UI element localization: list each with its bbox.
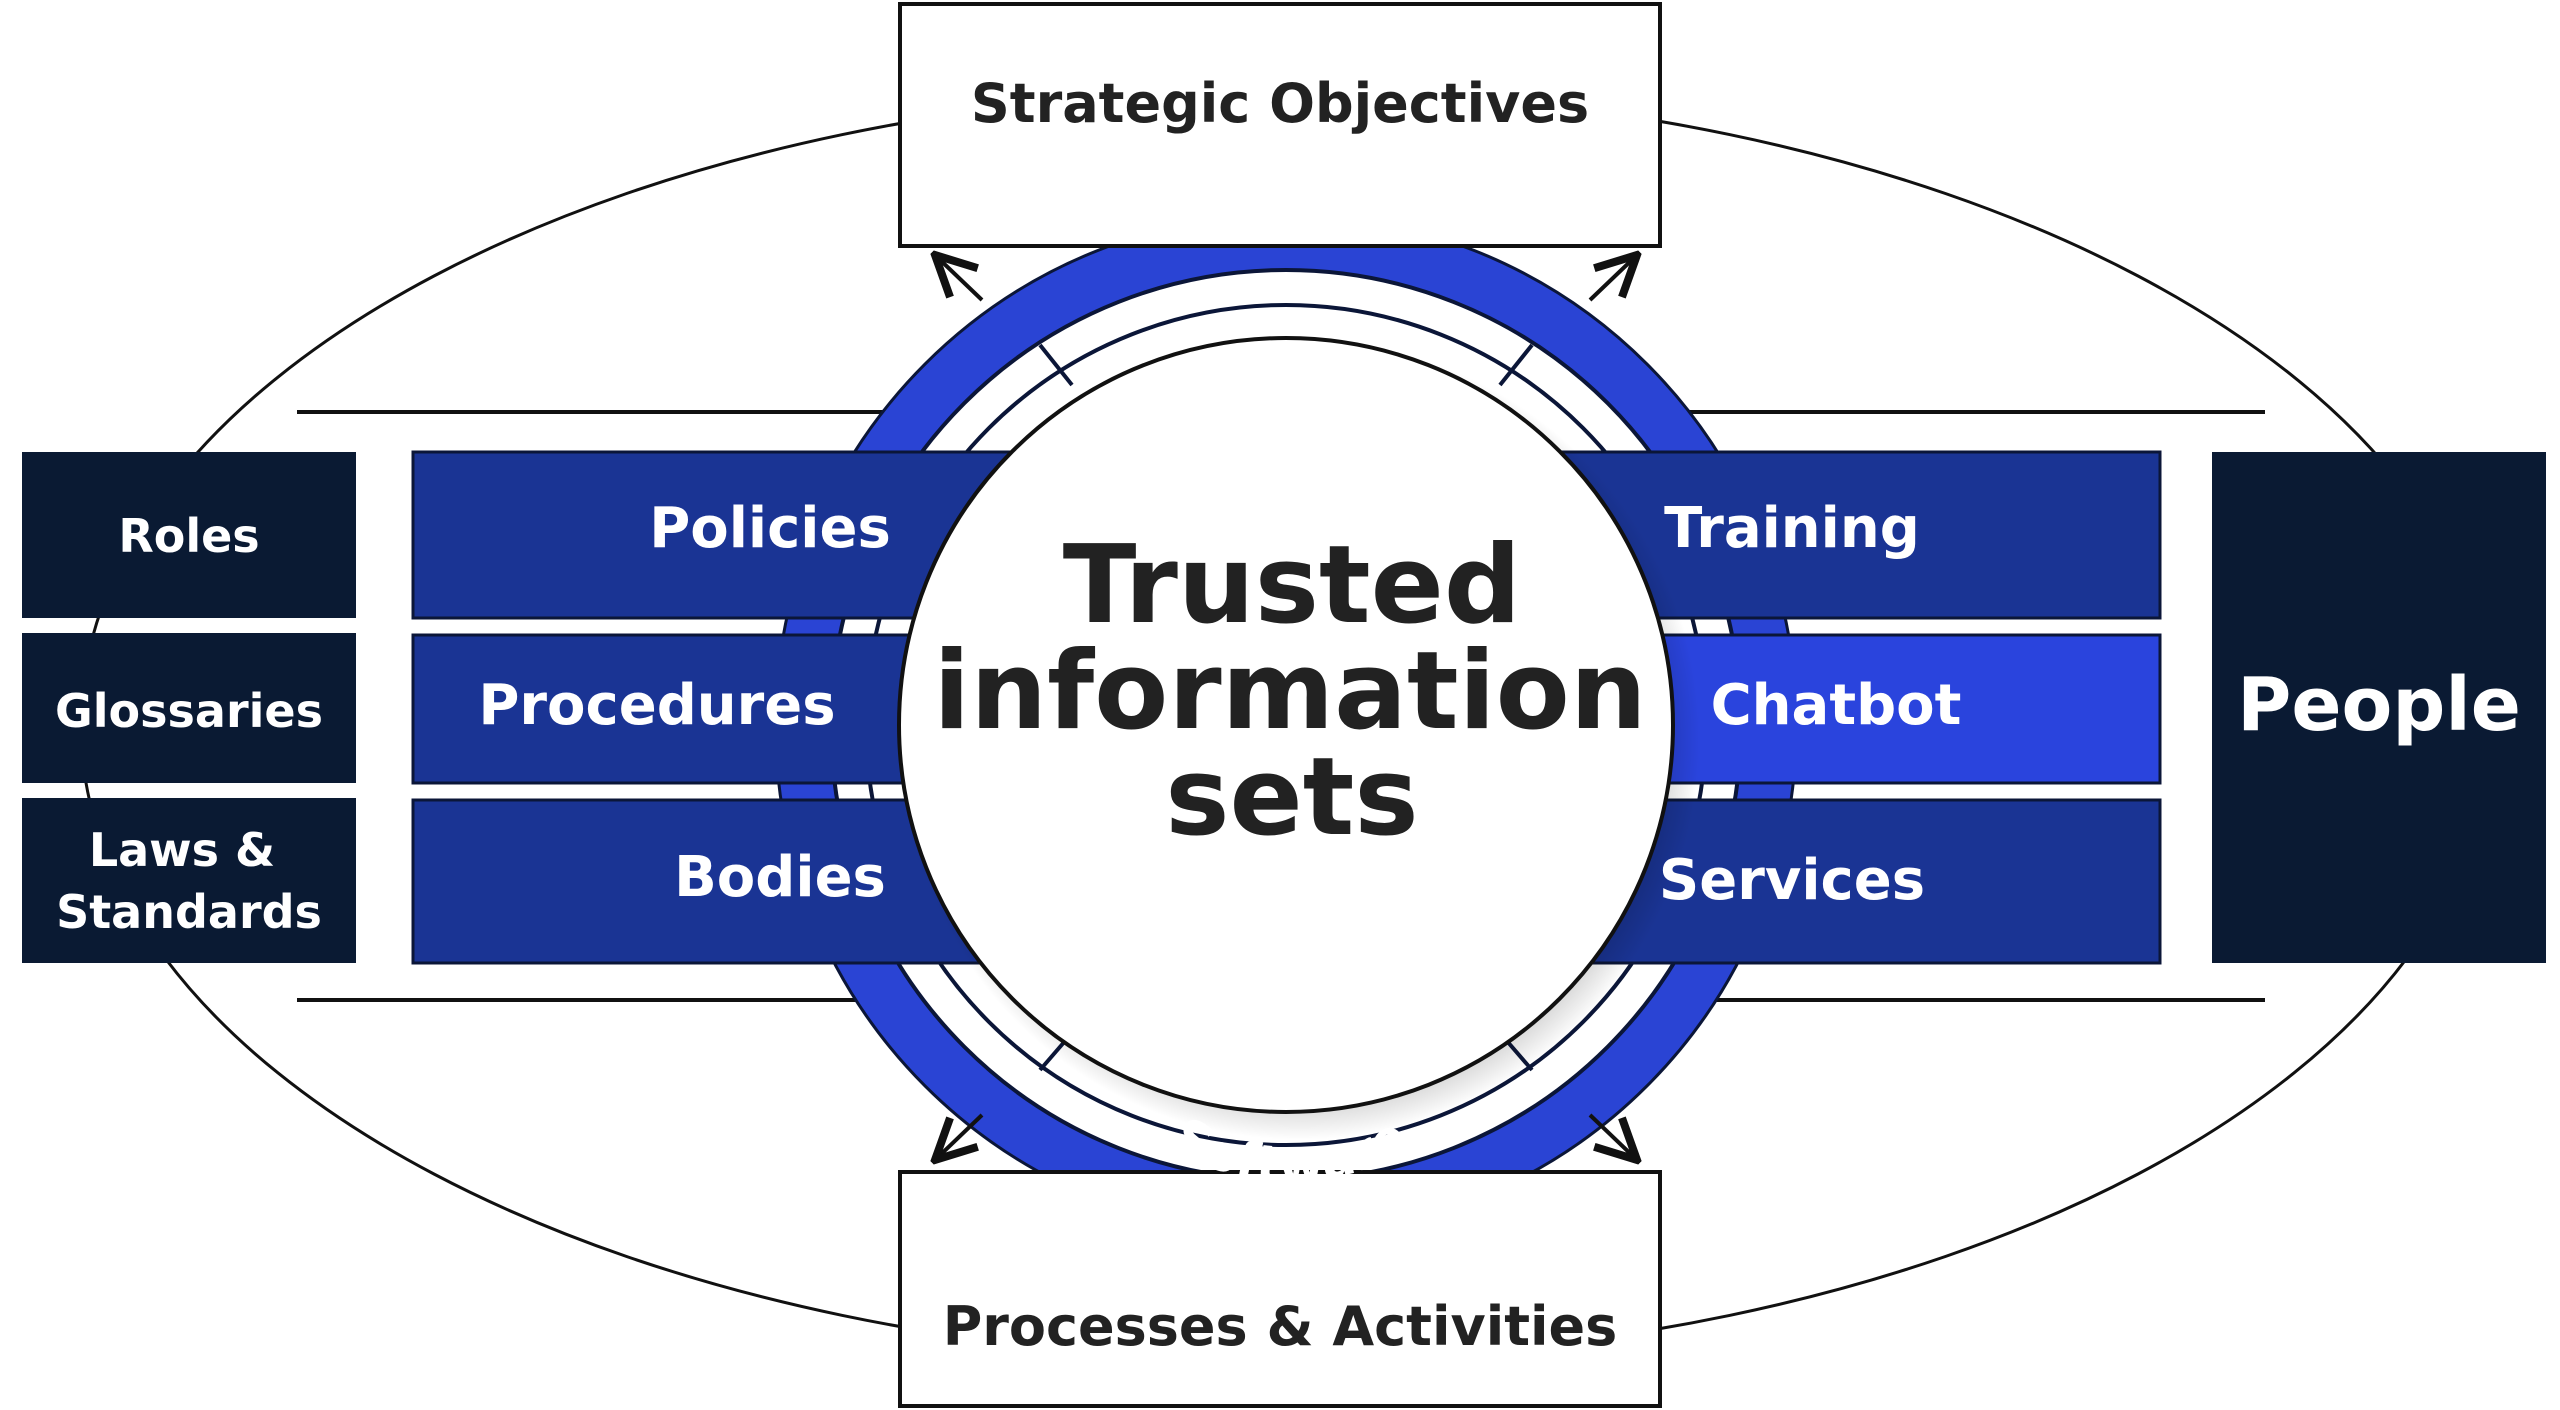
glossaries-label: Glossaries (55, 684, 323, 738)
laws-label-line1: Laws & (89, 823, 275, 877)
training-label: Training (1664, 496, 1920, 561)
box-roles (22, 452, 356, 618)
processes-activities-label: Processes & Activities (943, 1295, 1618, 1358)
roles-label: Roles (118, 509, 259, 563)
services-label: Services (1659, 848, 1925, 913)
strategic-objectives-label: Strategic Objectives (971, 72, 1589, 135)
strategic-objectives-box (898, 2, 1662, 248)
arrow-diag-top-right (1588, 255, 1637, 302)
ring-tick (1498, 343, 1534, 387)
laws-label-line2: Standards (56, 885, 322, 939)
center-line1: Trusted (1063, 523, 1521, 648)
box-glossaries (22, 633, 356, 783)
ring-tick (1038, 343, 1074, 387)
center-line3: sets (1165, 735, 1418, 860)
band-policies (411, 450, 1015, 620)
center-circle (897, 336, 1675, 1114)
procedures-label: Procedures (478, 673, 835, 738)
box-laws-standards (22, 798, 356, 963)
box-people (2212, 452, 2546, 963)
arrow-diag-top-left (935, 255, 984, 302)
bodies-label: Bodies (674, 845, 886, 910)
arrow-diag-bottom-left (935, 1113, 984, 1160)
policies-label: Policies (649, 496, 891, 561)
connector-lines (297, 412, 2265, 1000)
processes-activities-box (898, 1170, 1662, 1408)
people-label: People (2237, 662, 2521, 748)
arrow-diag-bottom-right (1588, 1113, 1637, 1160)
center-line2: information (933, 629, 1647, 754)
chatbot-label: Chatbot (1711, 673, 1962, 738)
left-boxes (22, 452, 356, 963)
